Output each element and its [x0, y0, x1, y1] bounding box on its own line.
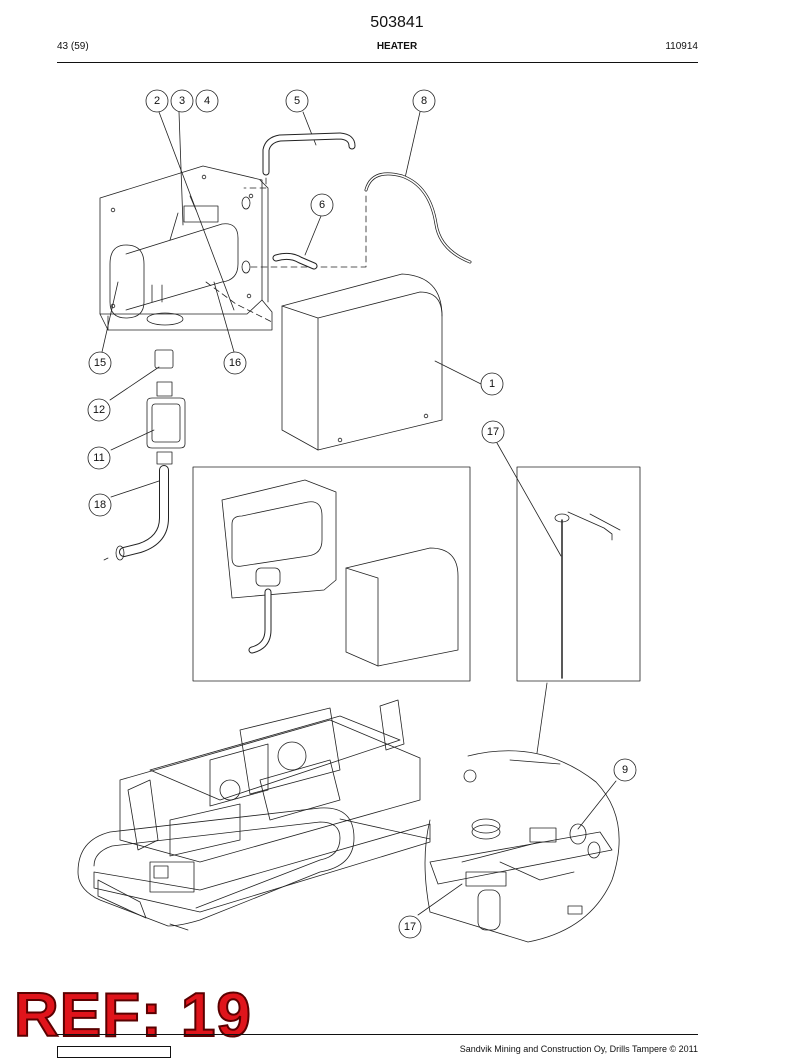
svg-text:17: 17 [404, 921, 416, 933]
svg-text:5: 5 [294, 95, 300, 107]
cable-8 [364, 172, 472, 264]
exhaust-parts [103, 349, 186, 561]
svg-text:6: 6 [319, 199, 325, 211]
hose-routing [205, 177, 367, 323]
svg-text:11: 11 [93, 452, 104, 464]
callout-1: 1 [480, 372, 504, 396]
callout-9: 9 [613, 758, 637, 782]
callout-5: 5 [285, 89, 309, 113]
svg-text:18: 18 [94, 499, 106, 511]
svg-text:8: 8 [421, 95, 427, 107]
hose-6 [272, 252, 318, 270]
callout-8: 8 [412, 89, 436, 113]
callout-4: 4 [195, 89, 219, 113]
callout-17-top: 17 [481, 420, 505, 444]
footer-divider [57, 1034, 698, 1035]
hose-5 [262, 132, 356, 176]
heater-cover [281, 273, 443, 451]
footer-logo [57, 1046, 171, 1058]
callout-12: 12 [87, 398, 111, 422]
callout-18: 18 [88, 493, 112, 517]
callout-17-bottom: 17 [398, 915, 422, 939]
revision-code: 110914 [665, 41, 698, 52]
section-title: HEATER [376, 41, 418, 52]
svg-text:4: 4 [204, 95, 210, 107]
callout-16: 16 [223, 351, 247, 375]
svg-text:15: 15 [94, 357, 106, 369]
callout-15: 15 [88, 351, 112, 375]
detail-view [424, 750, 620, 943]
document-number: 503841 [370, 14, 424, 31]
sensor-inset [516, 466, 641, 682]
heater-burner [109, 195, 239, 319]
svg-text:2: 2 [154, 95, 160, 107]
svg-text:17: 17 [487, 426, 499, 438]
drill-rig [77, 699, 431, 931]
callout-2: 2 [145, 89, 169, 113]
svg-text:9: 9 [622, 764, 628, 776]
ref-stamp: REF: 19 [13, 981, 252, 1050]
svg-text:12: 12 [93, 404, 105, 416]
callout-11: 11 [87, 446, 111, 470]
callout-6: 6 [310, 193, 334, 217]
svg-text:3: 3 [179, 95, 185, 107]
heater-bracket [99, 165, 273, 331]
assembled-inset [192, 466, 471, 682]
callout-balloons: 2 3 4 5 8 6 15 16 1 12 11 18 17 9 17 [87, 89, 637, 939]
callout-3: 3 [170, 89, 194, 113]
svg-text:16: 16 [229, 357, 241, 369]
svg-text:1: 1 [489, 378, 495, 390]
footer-copyright: Sandvik Mining and Construction Oy, Dril… [459, 1044, 698, 1054]
leader-lines [101, 111, 617, 916]
header-divider [57, 62, 698, 63]
page-number: 43 (59) [57, 41, 89, 52]
